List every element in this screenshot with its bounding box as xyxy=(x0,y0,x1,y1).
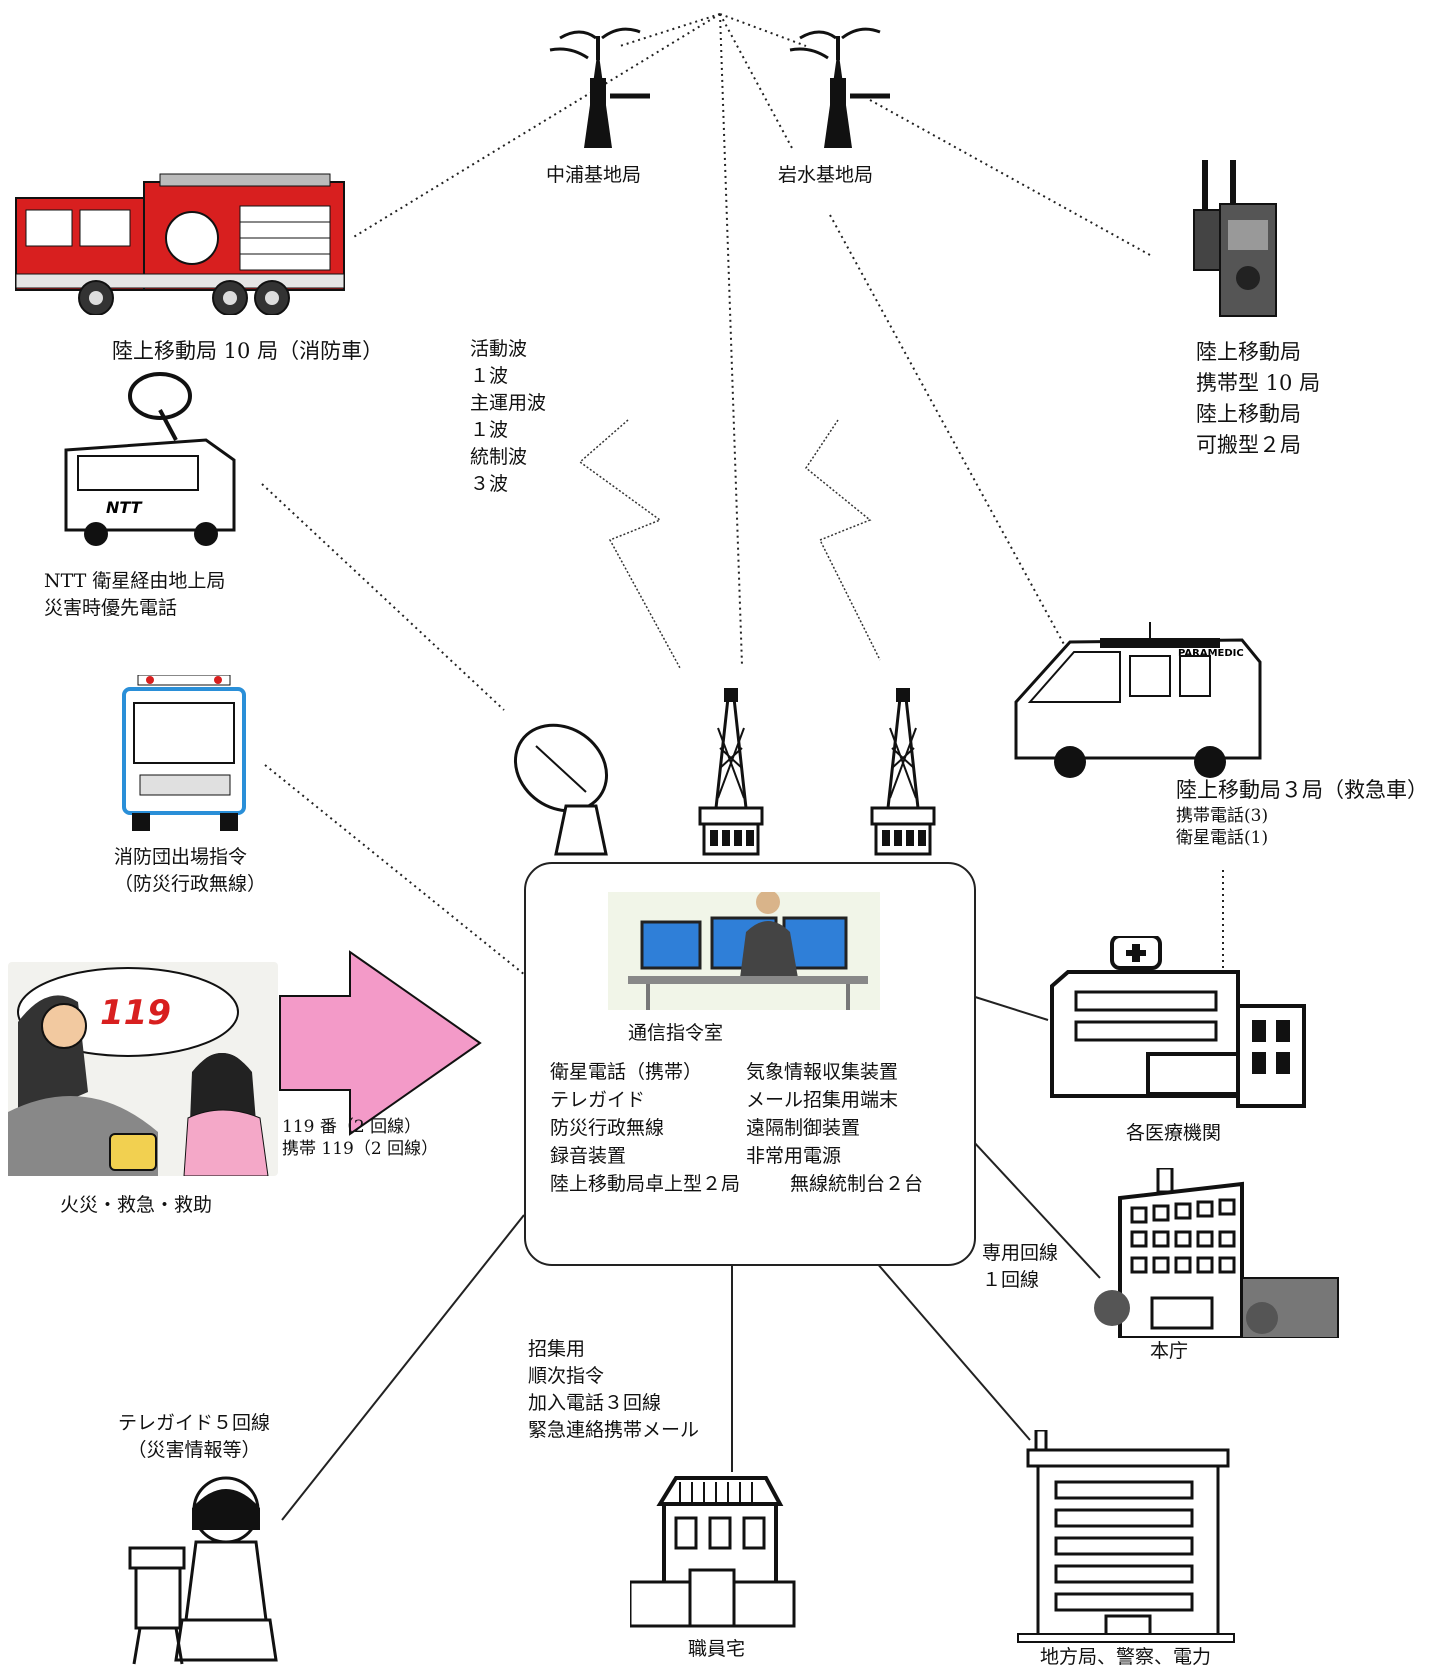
link-hub-center xyxy=(719,13,743,666)
fire-truck-label: 陸上移動局 10 局（消防車） xyxy=(112,339,384,363)
staff-line: 加入電話３回線 xyxy=(528,1392,662,1414)
ambulance-van-text: PARAMEDIC xyxy=(1178,648,1244,659)
link-center-hq xyxy=(971,1139,1101,1279)
equipment-item: テレガイド xyxy=(550,1089,646,1111)
link-iwamizu-ambulance xyxy=(829,214,1067,649)
fire-corps-line: 消防団出場指令 xyxy=(114,846,248,868)
wave-line: 統制波 xyxy=(470,446,528,468)
wave-line: １波 xyxy=(470,365,509,387)
ambulance-label: 陸上移動局３局（救急車） 携帯電話(3) 衛星電話(1) xyxy=(1176,776,1428,849)
link-iwamizu-portable xyxy=(869,99,1151,256)
wave-line: １波 xyxy=(470,419,509,441)
fire-corps-vehicle-icon xyxy=(122,675,246,831)
staff-line: 順次指令 xyxy=(528,1365,605,1387)
wave-list: 活動波 １波 主運用波 １波 統制波 ３波 xyxy=(470,336,546,498)
equipment-row: テレガイド メール招集用端末 xyxy=(550,1086,923,1114)
emergency-call-illustration: 119 xyxy=(8,962,278,1177)
telephone-woman-icon xyxy=(128,1476,278,1665)
command-center-box: 通信指令室 衛星電話（携帯） 気象情報収集装置 テレガイド メール招集用端末 防… xyxy=(524,862,976,1266)
regional-office-icon xyxy=(1017,1430,1235,1643)
wave-line: 主運用波 xyxy=(470,392,547,414)
link-center-teleguide xyxy=(281,1214,525,1521)
command-center-title: 通信指令室 xyxy=(628,1022,724,1044)
satellite-dish-icon xyxy=(513,723,609,856)
dispatcher-workstation-icon xyxy=(608,892,880,1010)
hq-line: １回線 xyxy=(982,1269,1040,1291)
equipment-row: 録音装置 非常用電源 xyxy=(550,1142,923,1170)
emergency-badge: 119 xyxy=(100,993,171,1033)
portable-line: 陸上移動局 xyxy=(1196,402,1301,426)
portable-line: 携帯型 10 局 xyxy=(1196,371,1321,395)
link-ntt-dish xyxy=(261,483,505,711)
equipment-item: 遠隔制御装置 xyxy=(746,1117,861,1139)
iwamizu-station-label: 岩水基地局 xyxy=(778,164,874,186)
fire-corps-label: 消防団出場指令 （防災行政無線） xyxy=(114,844,266,898)
ntt-line: NTT 衛星経由地上局 xyxy=(44,570,226,592)
emergency-line: 119 番（2 回線） xyxy=(282,1117,422,1137)
link-center-medical xyxy=(971,995,1049,1021)
equipment-item: 気象情報収集装置 xyxy=(746,1061,899,1083)
link-nakaura-firetruck xyxy=(351,13,721,239)
emergency-lines: 119 番（2 回線） 携帯 119（2 回線） xyxy=(282,1116,438,1160)
hq-label: 本庁 xyxy=(1150,1340,1189,1362)
wave-line: ３波 xyxy=(470,473,509,495)
equipment-item: 無線統制台２台 xyxy=(790,1173,924,1195)
equipment-row: 衛星電話（携帯） 気象情報収集装置 xyxy=(550,1058,923,1086)
fire-truck-icon xyxy=(15,173,345,315)
portable-label: 陸上移動局 携帯型 10 局 陸上移動局 可搬型２局 xyxy=(1196,337,1320,461)
ntt-label: NTT 衛星経由地上局 災害時優先電話 xyxy=(44,568,225,622)
ambulance-line: 陸上移動局３局（救急車） xyxy=(1176,778,1428,802)
ntt-line: 災害時優先電話 xyxy=(44,597,178,619)
incoming-call-arrow-icon xyxy=(279,950,482,1136)
radio-wave-bolt-left xyxy=(578,419,681,669)
portable-line: 可搬型２局 xyxy=(1196,433,1301,457)
portable-line: 陸上移動局 xyxy=(1196,340,1301,364)
equipment-item: 非常用電源 xyxy=(746,1145,842,1167)
staff-lines: 招集用 順次指令 加入電話３回線 緊急連絡携帯メール xyxy=(528,1336,699,1444)
emergency-caption: 火災・救急・救助 xyxy=(60,1194,213,1216)
relay-tower-right-icon xyxy=(870,688,936,856)
ambulance-line: 携帯電話(3) xyxy=(1176,806,1269,826)
nakaura-tower-icon xyxy=(549,27,650,148)
medical-label: 各医療機関 xyxy=(1126,1122,1222,1144)
equipment-item: 録音装置 xyxy=(550,1145,627,1167)
equipment-item: 防災行政無線 xyxy=(550,1117,665,1139)
equipment-item: メール招集用端末 xyxy=(746,1089,899,1111)
teleguide-line: テレガイド５回線 xyxy=(118,1412,271,1434)
hq-line-label: 専用回線 １回線 xyxy=(982,1240,1058,1294)
agencies-label: 地方局、警察、電力 xyxy=(1040,1646,1212,1668)
call-scene-icon: 119 xyxy=(8,967,269,1177)
equipment-row: 陸上移動局卓上型２局 無線統制台２台 xyxy=(550,1170,923,1198)
hq-line: 専用回線 xyxy=(982,1242,1059,1264)
ambulance-icon: PARAMEDIC xyxy=(1014,622,1262,778)
fire-corps-line: （防災行政無線） xyxy=(114,873,267,895)
relay-tower-left-icon xyxy=(698,688,764,856)
staff-line: 招集用 xyxy=(528,1338,586,1360)
staff-house-icon xyxy=(630,1476,796,1628)
city-hall-icon xyxy=(1094,1168,1339,1338)
link-center-agencies xyxy=(875,1261,1031,1441)
equipment-item: 陸上移動局卓上型２局 xyxy=(550,1173,741,1195)
link-hub-iwamizu-down xyxy=(719,13,793,149)
link-firecorps-center xyxy=(264,764,526,976)
ntt-satellite-van-icon: NTT xyxy=(64,372,236,546)
wave-line: 活動波 xyxy=(470,338,528,360)
iwamizu-tower-icon xyxy=(789,27,890,148)
emergency-line: 携帯 119（2 回線） xyxy=(282,1139,439,1159)
ambulance-line: 衛星電話(1) xyxy=(1176,828,1269,848)
radio-wave-bolt-right xyxy=(804,419,881,661)
equipment-list: 衛星電話（携帯） 気象情報収集装置 テレガイド メール招集用端末 防災行政無線 … xyxy=(550,1058,923,1198)
portable-radio-icon xyxy=(1193,160,1277,317)
teleguide-line: （災害情報等） xyxy=(127,1439,261,1461)
staff-label: 職員宅 xyxy=(688,1638,746,1660)
equipment-item: 衛星電話（携帯） xyxy=(550,1061,703,1083)
ntt-van-text: NTT xyxy=(106,498,143,517)
teleguide-label: テレガイド５回線 （災害情報等） xyxy=(118,1410,270,1464)
equipment-row: 防災行政無線 遠隔制御装置 xyxy=(550,1114,923,1142)
nakaura-station-label: 中浦基地局 xyxy=(546,164,642,186)
hospital-icon xyxy=(1050,936,1306,1108)
staff-line: 緊急連絡携帯メール xyxy=(528,1419,700,1441)
